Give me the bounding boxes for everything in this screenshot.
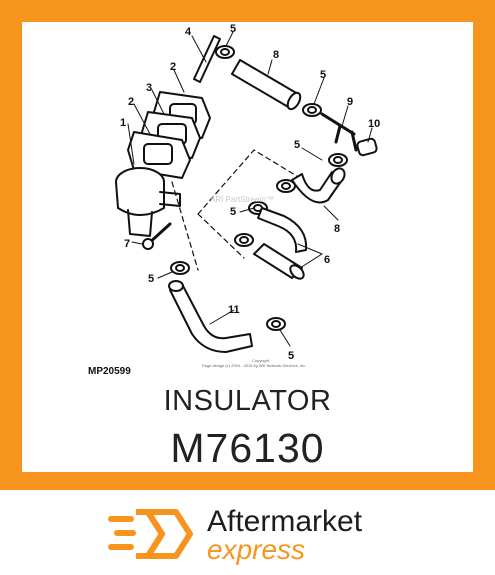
insulator-part-2b — [127, 131, 191, 179]
callout-label: 9 — [347, 96, 353, 108]
clamp-top — [215, 45, 235, 59]
part-name: INSULATOR — [163, 385, 332, 417]
copyright-line-1: Copyright — [252, 358, 270, 363]
callout-label: 8 — [334, 223, 340, 235]
callout-label: 5 — [230, 206, 236, 218]
callout-label: 1 — [120, 117, 126, 129]
copyright-line-2: Page design (c) 2004 - 2016 by ARI Netwo… — [202, 363, 306, 368]
hexagon-speed-logo-icon — [108, 509, 193, 559]
parts-diagram: ARI PartStream™ 4 5 8 5 9 10 2 3 2 1 5 5… — [88, 23, 380, 377]
hose-part-6a — [257, 207, 308, 253]
callout-label: 5 — [230, 23, 236, 35]
callout-label: 5 — [148, 273, 154, 285]
callout-label: 6 — [324, 254, 330, 266]
watermark-text: ARI PartStream™ — [210, 195, 274, 204]
brand-name: Aftermarket — [207, 505, 363, 538]
callout-label: 5 — [320, 69, 326, 81]
elbow-hose-part-8 — [291, 171, 343, 204]
callout-label: 4 — [185, 26, 192, 38]
diagram-panel: ARI PartStream™ 4 5 8 5 9 10 2 3 2 1 5 5… — [22, 22, 473, 472]
callout-label: 10 — [368, 118, 380, 130]
callout-label: 2 — [170, 61, 176, 73]
callout-label: 2 — [128, 96, 134, 108]
brand-footer: Aftermarket express — [0, 490, 495, 575]
callout-label: 7 — [124, 238, 130, 250]
callout-label: 8 — [273, 49, 279, 61]
brand-tagline: express — [207, 534, 306, 565]
figure-code: MP20599 — [88, 366, 131, 377]
callout-labels: 4 5 8 5 9 10 2 3 2 1 5 5 6 8 7 5 11 5 — [120, 23, 380, 362]
tube-part-4 — [193, 35, 221, 83]
callout-label: 5 — [288, 350, 294, 362]
callout-label: 11 — [228, 304, 240, 316]
cap-part-10 — [356, 137, 378, 157]
hose-part-11 — [169, 283, 253, 353]
part-number: M76130 — [170, 425, 325, 471]
callout-label: 5 — [294, 139, 300, 151]
orange-frame: ARI PartStream™ 4 5 8 5 9 10 2 3 2 1 5 5… — [0, 0, 495, 490]
tee-fitting-part-9 — [320, 112, 358, 152]
callout-label: 3 — [146, 82, 152, 94]
